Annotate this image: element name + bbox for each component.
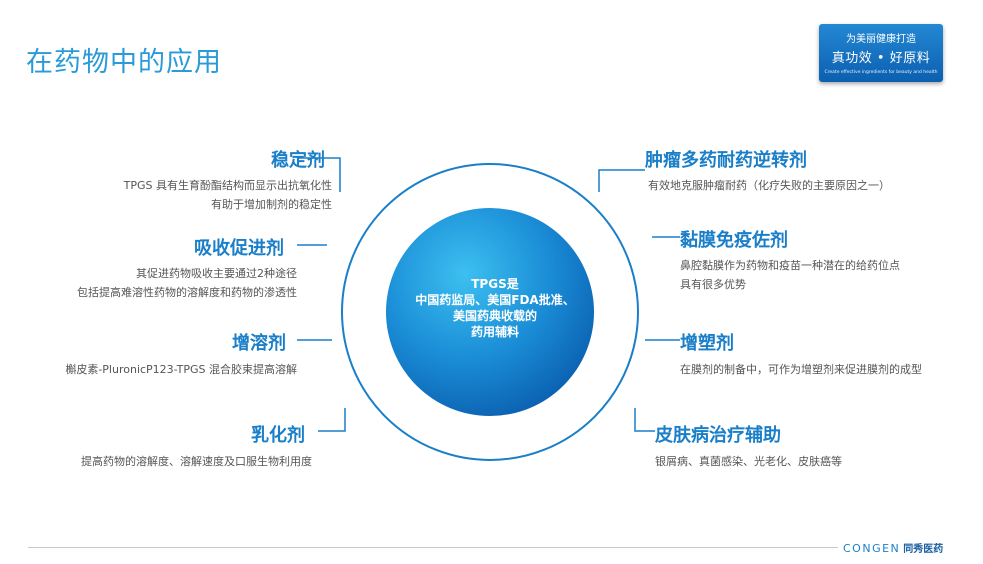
connector-stabilizer [297,157,341,192]
desc-line: 鼻腔黏膜作为药物和疫苗一种潜在的给药位点 [680,259,900,272]
item-desc-mucosal-adjuvant: 鼻腔黏膜作为药物和疫苗一种潜在的给药位点 具有很多优势 [680,256,900,294]
item-desc-plasticizer: 在膜剂的制备中，可作为增塑剂来促进膜剂的成型 [680,360,922,379]
connector-skin [634,408,655,432]
item-desc-emulsifier: 提高药物的溶解度、溶解速度及口服生物利用度 [81,452,312,471]
desc-line: 具有很多优势 [680,278,746,291]
center-statement: TPGS是 中国药监局、美国FDA批准、 美国药典收载的 药用辅料 [395,276,595,340]
item-desc-absorption-enhancer: 其促进药物吸收主要通过2种途径 包括提高难溶性药物的溶解度和药物的渗透性 [77,264,297,302]
outer-ring [341,163,639,461]
brand-slogan-main: 真功效 • 好原料 [831,51,931,66]
desc-line: 银屑病、真菌感染、光老化、皮肤癌等 [655,455,842,468]
center-circle [386,208,594,416]
desc-line: 有助于增加制剂的稳定性 [211,198,332,211]
item-title-emulsifier: 乳化剂 [251,425,305,446]
item-title-absorption-enhancer: 吸收促进剂 [194,238,284,259]
brand-slogan-en: Create effective ingredients for beauty … [824,70,938,75]
center-line: 药用辅料 [470,325,519,339]
connector-mdr [598,169,645,192]
center-line: 美国药典收载的 [452,309,537,323]
footer-divider [28,547,838,548]
center-line: 中国药监局、美国FDA批准、 [415,293,575,307]
desc-line: 槲皮素-PluronicP123-TPGS 混合胶束提高溶解 [65,363,297,376]
item-title-plasticizer: 增塑剂 [680,333,734,354]
item-desc-skin-treatment: 银屑病、真菌感染、光老化、皮肤癌等 [655,452,842,471]
desc-line: 在膜剂的制备中，可作为增塑剂来促进膜剂的成型 [680,363,922,376]
item-title-mucosal-adjuvant: 黏膜免疫佐剂 [680,230,788,251]
desc-line: 提高药物的溶解度、溶解速度及口服生物利用度 [81,455,312,468]
brand-slogan-top: 为美丽健康打造 [846,34,916,45]
item-desc-stabilizer: TPGS 具有生育酚酯结构而显示出抗氧化性 有助于增加制剂的稳定性 [124,176,332,214]
item-title-solubilizer: 增溶剂 [232,333,286,354]
desc-line: 包括提高难溶性药物的溶解度和药物的渗透性 [77,286,297,299]
desc-line: 有效地克服肿瘤耐药（化疗失败的主要原因之一） [648,179,890,192]
item-desc-mdr-reversal: 有效地克服肿瘤耐药（化疗失败的主要原因之一） [648,176,890,195]
center-line: TPGS是 [471,277,519,291]
page-title: 在药物中的应用 [26,47,222,78]
desc-line: 其促进药物吸收主要通过2种途径 [136,267,297,280]
logo-cn: 同秀医药 [903,544,944,555]
item-title-stabilizer: 稳定剂 [271,150,325,171]
item-desc-solubilizer: 槲皮素-PluronicP123-TPGS 混合胶束提高溶解 [65,360,297,379]
logo-en: CONGEN [843,542,901,555]
connector-emulsifier [318,408,346,432]
item-title-skin-treatment: 皮肤病治疗辅助 [655,425,781,446]
desc-line: TPGS 具有生育酚酯结构而显示出抗氧化性 [123,179,332,192]
item-title-mdr-reversal: 肿瘤多药耐药逆转剂 [645,150,807,171]
brand-card: 为美丽健康打造 真功效 • 好原料 Create effective ingre… [819,24,943,82]
